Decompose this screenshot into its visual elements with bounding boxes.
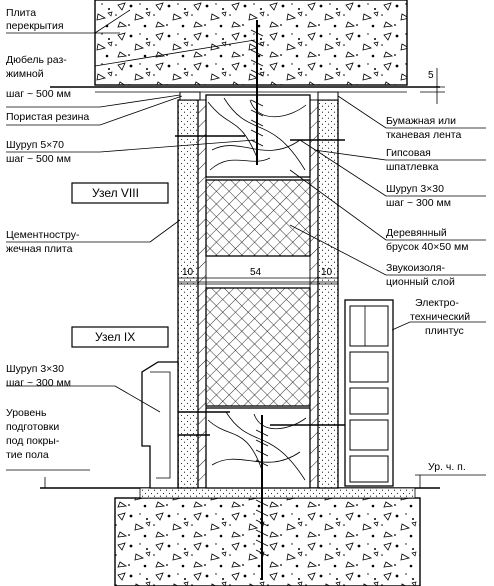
leader-lines [6, 9, 486, 488]
dimension-line: 10 54 10 [177, 262, 339, 290]
gypsum-putty-label-1: Гипсовая [386, 147, 431, 159]
dowel-bottom [255, 415, 269, 580]
partition-wall [150, 20, 345, 580]
screw-5x70-label-1: Шуруп 5×70 [6, 139, 64, 151]
dowel-top [250, 20, 264, 165]
cement-board-label-2: жечная плита [6, 243, 73, 255]
dowel-label-1: Дюбель раз- [6, 54, 67, 66]
callout-labels: Плита перекрытия Дюбель раз- жимной шаг … [6, 7, 470, 473]
clean-floor-label: Ур. ч. п. [428, 461, 466, 473]
ceiling-slab [50, 0, 440, 93]
dowel-label-3: шаг ~ 500 мм [6, 88, 71, 100]
screw-3x30-bottom-label-2: шаг ~ 300 мм [6, 377, 71, 389]
electro-plinth [344, 299, 394, 487]
floor-level-label-4: тие пола [6, 449, 49, 461]
rubber-label: Пористая резина [6, 111, 89, 123]
dowel-label-2: жимной [6, 68, 44, 80]
node-upper-label: Узел VIII [92, 186, 139, 200]
electro-plinth-label-2: технический [410, 311, 470, 323]
slab-label-2: перекрытия [6, 20, 64, 32]
floor-level-label-2: подготовки [6, 421, 59, 433]
paper-tape-label-2: тканевая лента [386, 129, 461, 141]
node-lower: Узел IX [71, 326, 169, 348]
screw-5x70-label-2: шаг ~ 500 мм [6, 153, 71, 165]
node-upper: Узел VIII [71, 182, 169, 204]
dimension-left: 10 [182, 267, 194, 278]
sound-insulation-label-1: Звукоизоля- [386, 262, 445, 274]
left-moulding [141, 361, 179, 489]
gap-dimension: 5 [420, 68, 445, 104]
gap-value: 5 [428, 70, 434, 81]
wood-bar-label-1: Деревянный [386, 227, 447, 239]
wood-bar-label-2: брусок 40×50 мм [386, 241, 468, 253]
slab-label-1: Плита [6, 7, 36, 19]
floor-level-label-1: Уровень [6, 407, 47, 419]
electro-plinth-label-3: плинтус [425, 325, 464, 337]
floor-level-label-3: под покры- [6, 435, 60, 447]
sound-insulation-label-2: ционный слой [386, 276, 455, 288]
node-lower-label: Узел IX [95, 330, 135, 344]
screw-3x30-top-label-2: шаг ~ 300 мм [386, 197, 451, 209]
dimension-right: 10 [321, 267, 333, 278]
screw-3x30-bottom-label-1: Шуруп 3×30 [6, 363, 64, 375]
floor-slab [40, 487, 440, 586]
dimension-middle: 54 [250, 267, 262, 278]
gypsum-putty-label-2: шпатлевка [386, 161, 439, 173]
screw-3x30-top-label-1: Шуруп 3×30 [386, 183, 444, 195]
electro-plinth-label-1: Электро- [415, 297, 459, 309]
paper-tape-label-1: Бумажная или [386, 115, 456, 127]
cement-board-label-1: Цементностру- [6, 229, 80, 241]
